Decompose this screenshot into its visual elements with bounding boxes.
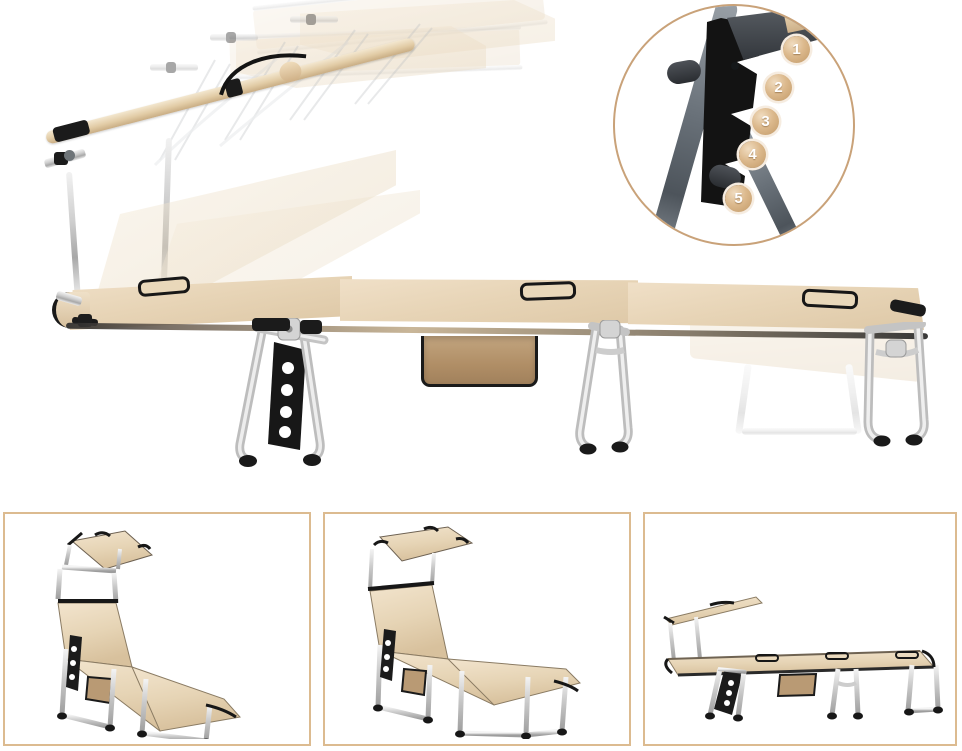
backrest-adjustment-detail-circle: 1 2 3 4 5 — [613, 4, 855, 246]
detail-bracket-screw-2 — [731, 62, 739, 70]
backrest-adjustment-leg — [228, 317, 368, 470]
center-support-leg — [566, 319, 656, 456]
detail-badge-5: 5 — [725, 185, 752, 212]
deck-handle-right — [801, 288, 859, 310]
detail-badge-1: 1 — [783, 36, 810, 63]
thumbnail-2-image — [330, 519, 624, 739]
main-product-view — [35, 0, 952, 470]
thumbnail-upright-with-canopy[interactable] — [323, 512, 631, 746]
thumbnail-reclined-with-canopy[interactable] — [3, 512, 311, 746]
lounger-flat-svg — [663, 596, 943, 722]
thumbnail-3-image — [650, 519, 950, 739]
canopy-hinge-ghost-2 — [210, 30, 258, 44]
adjustment-hinge-clamp-2 — [300, 320, 322, 334]
lounger-seat-section — [340, 278, 640, 340]
lounger-foot-section — [628, 280, 930, 350]
deck-handle-mid — [519, 281, 577, 301]
detail-badge-4: 4 — [739, 141, 766, 168]
adjustment-hinge-clamp — [252, 318, 290, 331]
foot-end-leg — [852, 320, 952, 450]
detail-badge-2: 2 — [765, 74, 792, 101]
detail-badge-3: 3 — [752, 108, 779, 135]
canopy-hinge-ghost-3 — [150, 60, 198, 74]
canopy-pivot-head — [43, 146, 88, 178]
thumbnail-flat-bed[interactable] — [643, 512, 957, 746]
canopy-hinge-ghost-1 — [290, 12, 338, 26]
detail-fabric-sliver — [783, 6, 853, 34]
lounger-reclined-svg — [55, 530, 241, 739]
center-leg-svg — [575, 319, 633, 455]
detail-notched-rack — [701, 18, 763, 208]
canopy-strap — [219, 53, 307, 96]
foot-leg-svg — [863, 320, 929, 447]
canopy-main-bar — [35, 0, 435, 181]
side-pocket — [421, 336, 538, 387]
lounger-upright-svg — [367, 525, 581, 739]
adjustment-leg-svg — [235, 317, 329, 467]
thumbnail-1-image — [10, 519, 304, 739]
canopy-clamp-left — [51, 119, 91, 143]
footrest-ghost-positions — [690, 305, 940, 448]
